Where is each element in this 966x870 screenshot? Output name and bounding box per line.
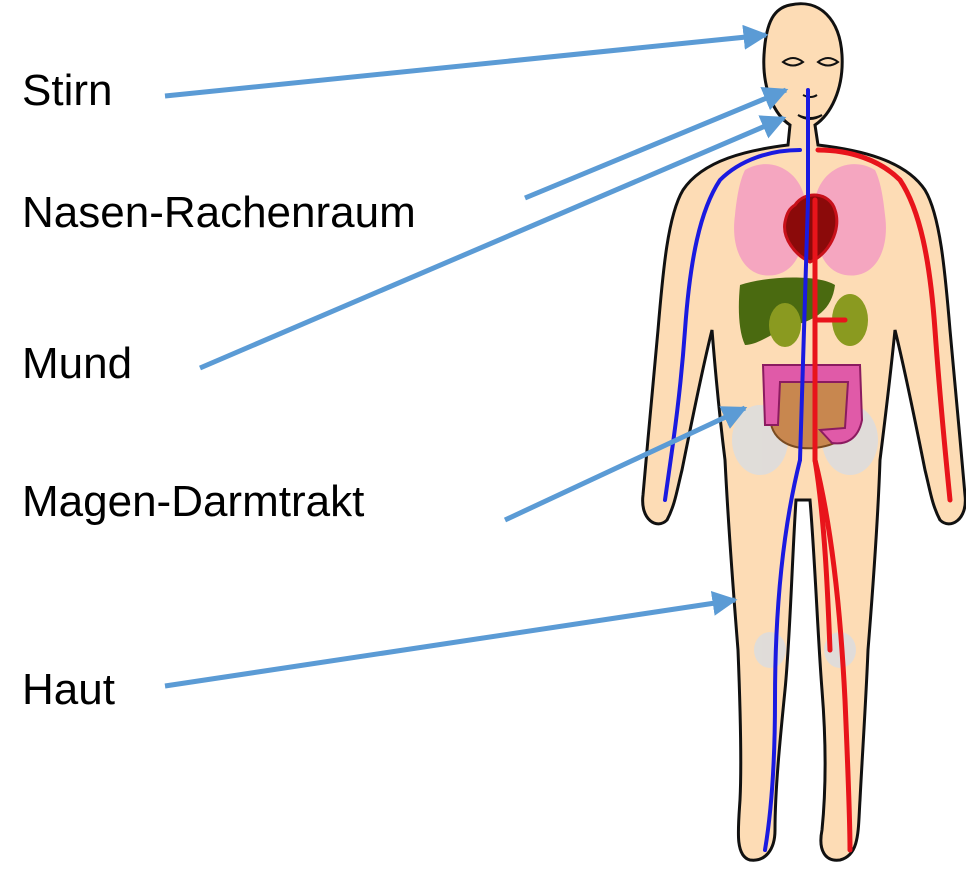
label-magen-darmtrakt: Magen-Darmtrakt: [22, 477, 364, 527]
arrow-stirn: [165, 35, 766, 96]
label-stirn: Stirn: [22, 66, 112, 116]
label-haut: Haut: [22, 665, 115, 715]
arrow-magen: [505, 408, 745, 520]
arrow-haut: [165, 600, 735, 686]
label-nasen-rachenraum: Nasen-Rachenraum: [22, 188, 416, 238]
label-mund: Mund: [22, 339, 132, 389]
